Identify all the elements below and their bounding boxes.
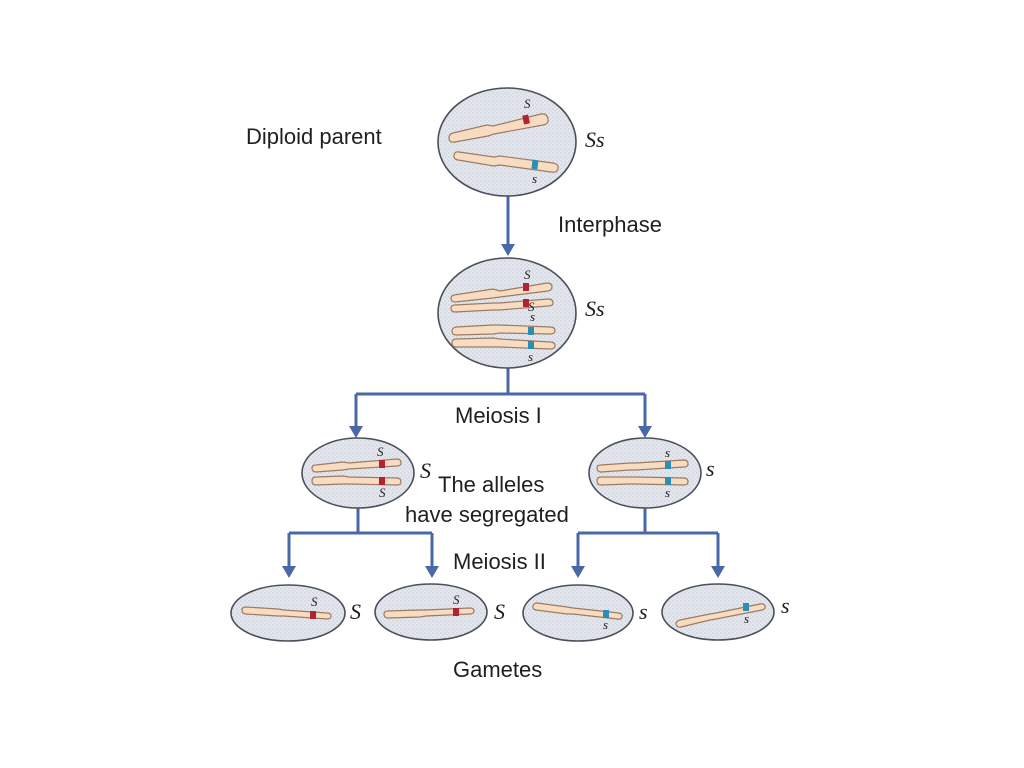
allele-mark-dominant: S [524,96,531,111]
allele-mark-recessive: s [530,309,535,324]
label-gametes: Gametes [453,657,542,682]
allele-mark-recessive: s [532,171,537,186]
arrow-meiosis-1 [349,368,652,438]
allele-band-recessive [528,327,534,335]
allele-band-recessive [603,610,609,618]
cell-after-interphase: S S s s [437,257,577,369]
allele-mark-dominant: S [311,594,318,609]
cell-meiosis-1-right: s s [588,437,702,509]
allele-band-recessive [665,461,671,469]
allele-band-dominant [379,460,385,468]
allele-mark-dominant: S [524,267,531,282]
cell-meiosis-1-left: S S [301,437,415,509]
cell-diploid-parent: S s [437,87,577,197]
allele-band-dominant [310,611,316,619]
allele-mark-dominant: S [528,299,535,314]
genotype-meiosis-1-left: S [420,458,431,483]
genotype-after-interphase: Ss [585,296,605,321]
allele-band-recessive [665,477,671,485]
gamete-2: S [374,583,488,641]
arrow-interphase [501,196,515,256]
duplicated-chromosome-dominant [450,282,554,313]
gamete-1: S [230,584,346,642]
arrow-meiosis-2-right [571,507,725,578]
allele-band-dominant [379,477,385,485]
allele-mark-recessive: s [665,445,670,460]
chromosome-recessive [453,151,559,173]
genotype-gamete-1: S [350,599,361,624]
genotype-meiosis-1-right: s [706,456,715,481]
allele-mark-dominant: S [377,444,384,459]
allele-mark-dominant: S [453,592,460,607]
allele-mark-recessive: s [528,349,533,364]
allele-mark-recessive: s [744,611,749,626]
allele-band-recessive [528,341,534,349]
allele-mark-recessive: s [665,485,670,500]
genotype-gamete-2: S [494,599,505,624]
label-segregated-line-2: have segregated [405,502,569,527]
gamete-4: s [661,583,775,641]
label-interphase: Interphase [558,212,662,237]
allele-band-dominant [523,299,529,307]
label-diploid-parent: Diploid parent [246,124,382,149]
allele-band-recessive [743,603,749,611]
allele-mark-recessive: s [603,617,608,632]
allele-band-dominant [523,283,529,291]
allele-band-recessive [531,159,539,170]
chromosome-dominant [448,113,549,143]
duplicated-chromosome-recessive [451,324,556,350]
label-segregated-line-1: The alleles [438,472,544,497]
label-meiosis-1: Meiosis I [455,403,542,428]
genotype-parent: Ss [585,127,605,152]
arrow-meiosis-2-left [282,507,439,578]
allele-band-dominant [453,608,459,616]
genotype-gamete-3: s [639,599,648,624]
gamete-3: s [522,584,634,642]
label-meiosis-2: Meiosis II [453,549,546,574]
allele-band-dominant [522,114,530,125]
allele-mark-dominant: S [379,485,386,500]
genotype-gamete-4: s [781,593,790,618]
